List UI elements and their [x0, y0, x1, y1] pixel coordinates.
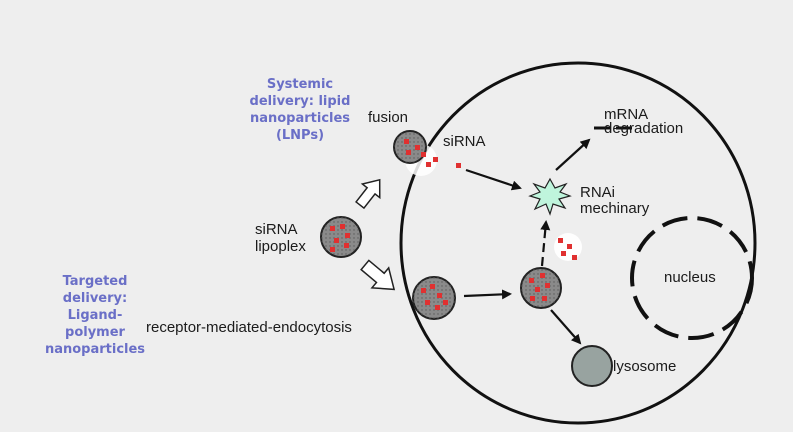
lysosome-shape — [571, 345, 613, 387]
receptor-mediated-endocytosis-label: receptor-mediated-endocytosis — [146, 319, 352, 336]
endocytosis-particle — [412, 276, 456, 320]
sirna-lipoplex-particle — [320, 216, 362, 258]
open-arrow-up — [355, 178, 381, 210]
sirna-label: siRNA — [443, 133, 486, 150]
lysosome-label: lysosome — [613, 358, 677, 375]
arrow-to-lysosome — [550, 309, 582, 345]
arrow-rnai-to-mrna — [555, 138, 591, 171]
endosome-particle — [520, 267, 562, 309]
cell-membrane — [399, 61, 757, 425]
fusion-particle — [393, 130, 461, 176]
rnai-machinery-label: RNAi mechinary — [580, 184, 650, 217]
arrow-endosome-to-rnai — [540, 220, 551, 267]
fusion-label: fusion — [368, 109, 409, 126]
systemic-delivery-label: Systemic delivery: lipid nanoparticles (… — [249, 77, 351, 143]
open-arrow-down — [360, 259, 396, 291]
arrow-to-endosome — [463, 289, 512, 300]
nucleus-label: nucleus — [664, 269, 716, 286]
targeted-delivery-label: Targeted delivery: Ligand- polymer nanop… — [44, 274, 146, 357]
sirna-lipoplex-label: siRNA lipoplex — [255, 221, 306, 255]
escaping-sirna — [554, 233, 582, 261]
rnai-machinery-shape — [528, 177, 572, 216]
arrow-sirna-to-rnai — [465, 168, 522, 191]
mrna-degradation-label: mRNA degradation — [604, 106, 684, 137]
nucleus-outline — [630, 216, 754, 340]
